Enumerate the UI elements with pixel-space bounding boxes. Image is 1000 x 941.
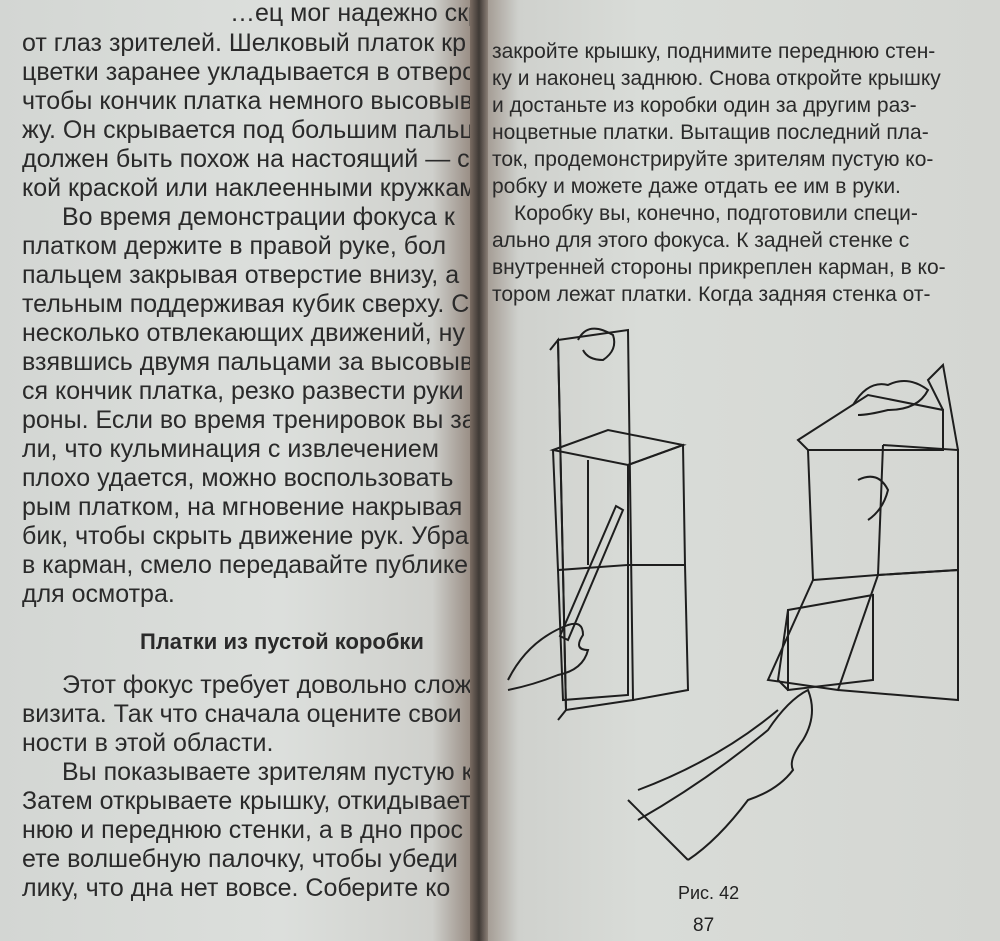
figure-box-illustration xyxy=(507,327,959,861)
figure-caption: Рис. 42 xyxy=(678,883,740,903)
text-line: робку и можете даже отдать ее им в руки. xyxy=(492,175,901,198)
text-line: Этот фокус требует довольно сложно xyxy=(62,671,470,699)
text-line: для осмотра. xyxy=(22,580,175,608)
text-line: …ец мог надежно скр xyxy=(230,0,470,27)
text-line: кой краской или наклеенными кружкам xyxy=(22,174,470,202)
text-line: ли, что кульминация с извлечением xyxy=(22,435,439,463)
text-line: бик, чтобы скрыть движение рук. Убрав xyxy=(22,522,470,550)
text-line: ку и наконец заднюю. Снова откройте крыш… xyxy=(492,67,941,90)
text-line: платком держите в правой руке, бол xyxy=(22,232,447,260)
page-number: 87 xyxy=(693,915,715,936)
text-line: ноцветные платки. Вытащив последний пла- xyxy=(492,121,929,144)
text-line: и достаньте из коробки один за другим ра… xyxy=(492,94,917,117)
text-line: ток, продемонстрируйте зрителям пустую к… xyxy=(492,148,934,171)
text-line: должен быть похож на настоящий — с xyxy=(22,145,470,173)
text-line: нюю и переднюю стенки, а в дно прос xyxy=(22,816,464,844)
text-line: лику, что дна нет вовсе. Соберите ко xyxy=(22,874,451,902)
text-line: ности в этой области. xyxy=(22,729,274,757)
left-page: …ец мог надежно скр от глаз зрителей. Ше… xyxy=(0,0,470,941)
book-spine xyxy=(470,0,488,941)
text-line: Коробку вы, конечно, подготовили специ- xyxy=(514,202,918,225)
text-line: ете волшебную палочку, чтобы убеди xyxy=(22,845,458,873)
text-line: Во время демонстрации фокуса к xyxy=(62,203,455,231)
right-page: закройте крышку, поднимите переднюю стен… xyxy=(488,0,1000,941)
text-line: закройте крышку, поднимите переднюю стен… xyxy=(492,40,936,63)
text-line: роны. Если во время тренировок вы за xyxy=(22,406,470,434)
text-line: от глаз зрителей. Шелковый платок кр xyxy=(22,29,466,57)
text-line: взявшись двумя пальцами за высовыва xyxy=(22,348,470,376)
text-line: визита. Так что сначала оцените свои во xyxy=(22,700,470,728)
text-line: тором лежат платки. Когда задняя стенка … xyxy=(492,283,931,306)
text-line: тельным поддерживая кубик сверху. С xyxy=(22,290,470,318)
text-line: ально для этого фокуса. К задней стенке … xyxy=(492,229,910,252)
section-heading: Платки из пустой коробки xyxy=(140,629,424,654)
text-line: Затем открываете крышку, откидывает xyxy=(22,787,470,815)
text-line: Вы показываете зрителям пустую ко xyxy=(62,758,470,786)
text-line: в карман, смело передавайте публике xyxy=(22,551,469,579)
text-line: рым платком, на мгновение накрывая xyxy=(22,493,463,521)
text-line: цветки заранее укладывается в отверс xyxy=(22,58,470,86)
text-line: ся кончик платка, резко развести руки xyxy=(22,377,464,405)
text-line: несколько отвлекающих движений, ну xyxy=(22,319,465,347)
text-line: чтобы кончик платка немного высовывал xyxy=(22,87,470,115)
text-line: пальцем закрывая отверстие внизу, а xyxy=(22,261,460,289)
text-line: внутренней стороны прикреплен карман, в … xyxy=(492,256,946,279)
text-line: плохо удается, можно воспользовать xyxy=(22,464,454,492)
text-line: жу. Он скрывается под большим пальцем xyxy=(22,116,470,144)
